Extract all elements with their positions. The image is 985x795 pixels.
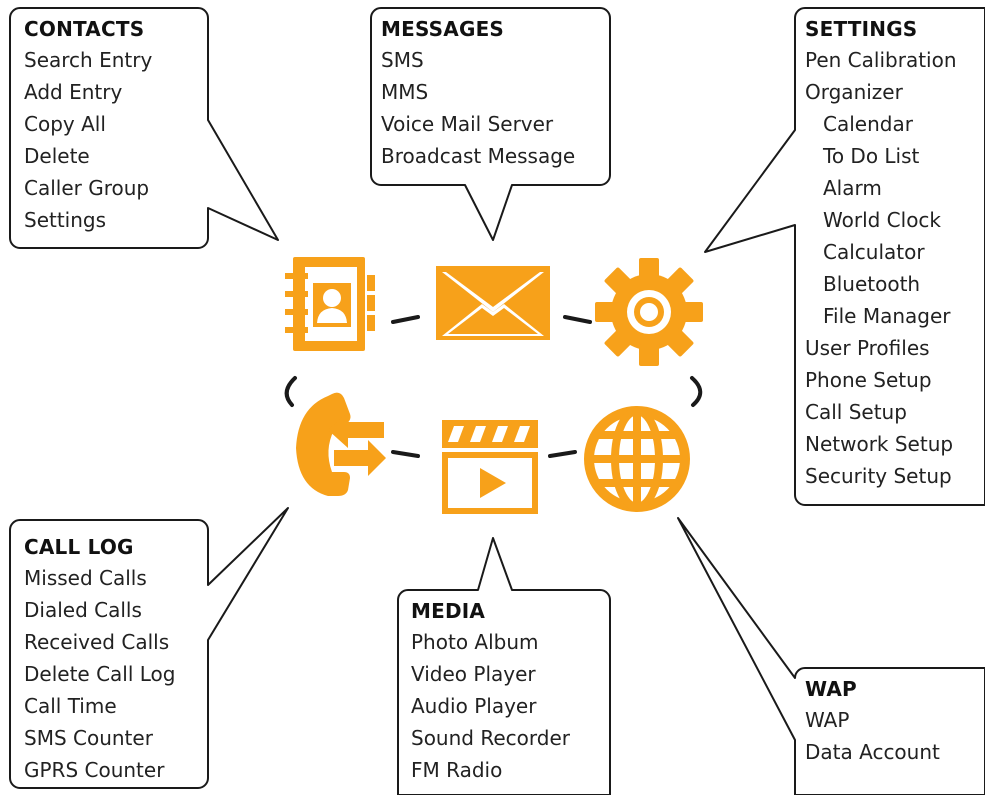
menu-item-organizer[interactable]: Organizer [805,80,903,104]
settings-menu: SETTINGS Pen Calibration Organizer Calen… [805,14,957,492]
menu-item-dialed-calls[interactable]: Dialed Calls [24,598,142,622]
media-menu: MEDIA Photo Album Video Player Audio Pla… [411,596,570,786]
menu-item-user-profiles[interactable]: User Profiles [805,336,930,360]
phone-call-log-icon[interactable] [288,388,388,498]
menu-item-phone-setup[interactable]: Phone Setup [805,368,932,392]
menu-item-calculator[interactable]: Calculator [823,240,925,264]
menu-item-broadcast-message[interactable]: Broadcast Message [381,144,576,168]
menu-item-missed-calls[interactable]: Missed Calls [24,566,147,590]
menu-item-sms[interactable]: SMS [381,48,424,72]
messages-bubble [370,7,611,241]
gear-icon[interactable] [593,256,705,368]
menu-item-fm-radio[interactable]: FM Radio [411,758,503,782]
contacts-title: CONTACTS [24,17,145,41]
menu-item-caller-group[interactable]: Caller Group [24,176,150,200]
menu-item-received-calls[interactable]: Received Calls [24,630,170,654]
menu-item-security-setup[interactable]: Security Setup [805,464,952,488]
connector-settings-wap [690,376,703,407]
wap-bubble [677,517,985,795]
menu-item-gprs-counter[interactable]: GPRS Counter [24,758,165,782]
menu-item-sound-recorder[interactable]: Sound Recorder [411,726,570,750]
media-title: MEDIA [411,599,486,623]
contacts-bubble [9,7,279,249]
menu-item-add-entry[interactable]: Add Entry [24,80,123,104]
messages-menu: MESSAGES SMS MMS Voice Mail Server Broad… [381,14,575,172]
call-log-title: CALL LOG [24,535,134,559]
menu-item-to-do-list[interactable]: To Do List [823,144,920,168]
connector-media-wap [548,450,577,458]
wap-menu: WAP WAP Data Account [805,674,940,768]
menu-item-voice-mail-server[interactable]: Voice Mail Server [381,112,554,136]
menu-item-delete[interactable]: Delete [24,144,90,168]
menu-item-search-entry[interactable]: Search Entry [24,48,153,72]
media-bubble [397,537,611,795]
menu-item-pen-calibration[interactable]: Pen Calibration [805,48,957,72]
menu-item-sms-counter[interactable]: SMS Counter [24,726,153,750]
wap-title: WAP [805,677,857,701]
menu-item-alarm[interactable]: Alarm [823,176,882,200]
menu-item-photo-album[interactable]: Photo Album [411,630,539,654]
menu-item-call-setup[interactable]: Call Setup [805,400,907,424]
menu-item-data-account[interactable]: Data Account [805,740,940,764]
menu-item-audio-player[interactable]: Audio Player [411,694,537,718]
contacts-menu: CONTACTS Search Entry Add Entry Copy All… [24,14,152,236]
connector-calllog-media [391,450,420,458]
globe-icon[interactable] [583,405,691,513]
menu-item-copy-all[interactable]: Copy All [24,112,106,136]
settings-bubble [704,7,985,506]
messages-title: MESSAGES [381,17,505,41]
menu-item-wap[interactable]: WAP [805,708,850,732]
address-book-icon[interactable] [283,255,378,355]
menu-item-world-clock[interactable]: World Clock [823,208,942,232]
menu-item-mms[interactable]: MMS [381,80,429,104]
menu-item-file-manager[interactable]: File Manager [823,304,951,328]
connector-contacts-messages [391,315,420,324]
menu-item-video-player[interactable]: Video Player [411,662,536,686]
call-log-menu: CALL LOG Missed Calls Dialed Calls Recei… [24,532,175,786]
clapperboard-icon[interactable] [440,418,540,516]
envelope-icon[interactable] [432,262,554,344]
menu-item-delete-call-log[interactable]: Delete Call Log [24,662,176,686]
menu-item-network-setup[interactable]: Network Setup [805,432,954,456]
connector-contacts-calllog [284,376,297,407]
settings-title: SETTINGS [805,17,918,41]
menu-item-bluetooth[interactable]: Bluetooth [823,272,921,296]
menu-item-calendar[interactable]: Calendar [823,112,913,136]
call-log-bubble [9,507,289,789]
menu-item-call-time[interactable]: Call Time [24,694,117,718]
menu-item-contacts-settings[interactable]: Settings [24,208,107,232]
connector-messages-settings [563,315,592,324]
